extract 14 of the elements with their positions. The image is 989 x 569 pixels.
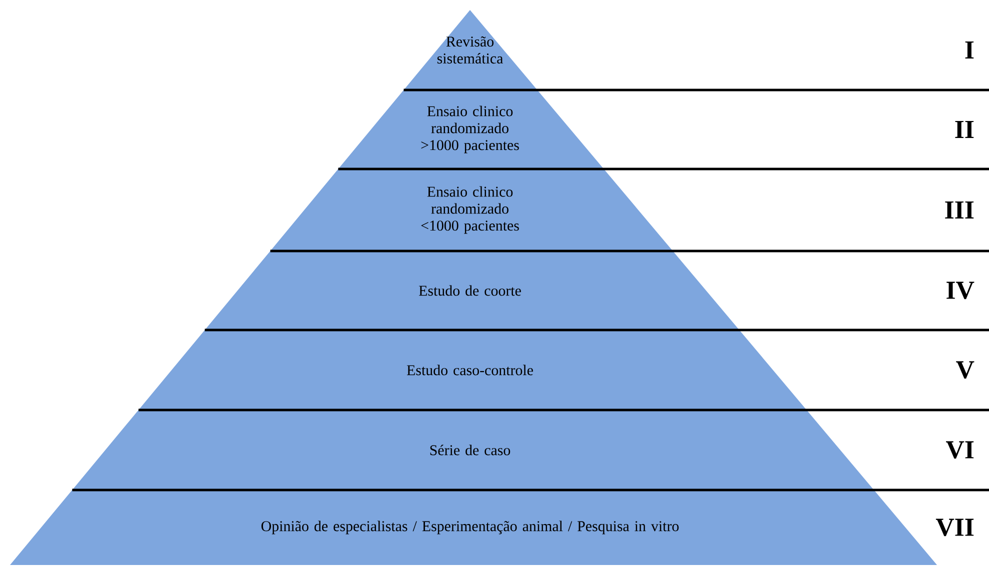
pyramid-band: Estudo caso-controle	[138, 330, 807, 410]
level-numeral: IV	[946, 282, 974, 300]
pyramid-band: Revisão sistemática	[404, 10, 538, 90]
level-numeral: II	[955, 121, 974, 138]
level-numeral: V	[956, 361, 974, 379]
pyramid-band: Estudo de coorte	[204, 251, 740, 330]
pyramid-band: Série de caso	[72, 410, 874, 490]
level-numeral: I	[965, 42, 974, 58]
pyramid-band: Opinião de especialistas / Esperimentação animal / Pesquisa in vitro	[10, 490, 937, 565]
level-numeral: VII	[936, 518, 974, 536]
level-numeral: VI	[946, 441, 974, 459]
pyramid-band: Ensaio clinico randomizado >1000 pacientes	[338, 90, 604, 169]
level-numeral: III	[945, 202, 974, 218]
pyramid-band: Ensaio clinico randomizado <1000 pacientes	[270, 169, 673, 251]
